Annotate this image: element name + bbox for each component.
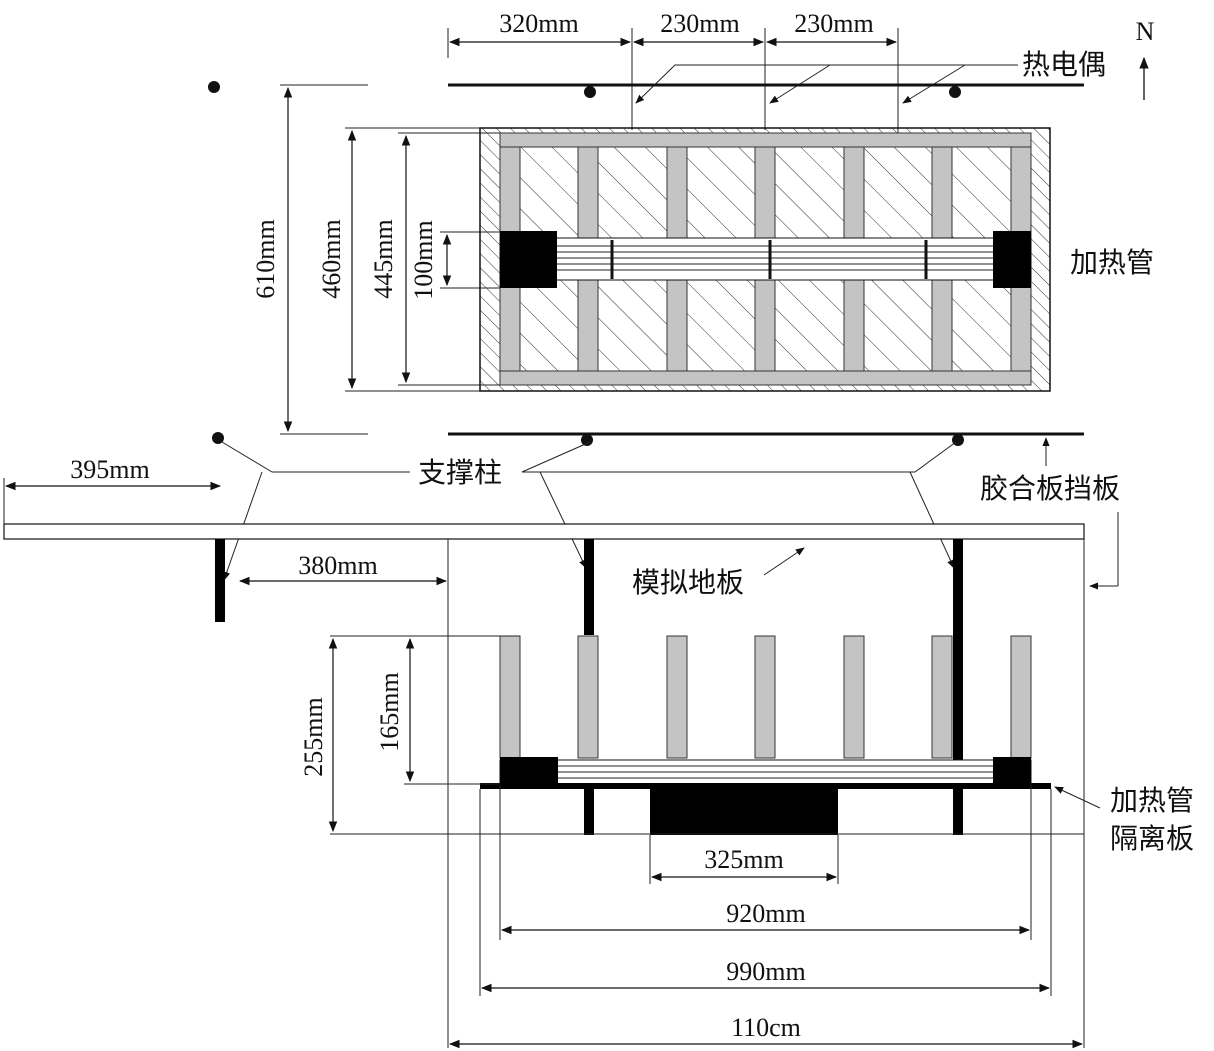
plan-view: 320mm 230mm 230mm N 热电偶 610 [208, 9, 1155, 581]
dim-100mm: 100mm [409, 220, 438, 299]
dim-380mm: 380mm [298, 551, 377, 580]
support-column-right [953, 539, 963, 835]
dim-230mm-first: 230mm [660, 9, 739, 38]
dim-610mm: 610mm [251, 219, 280, 298]
dim-255mm: 255mm [299, 697, 328, 776]
pipe-manifold-right-section [993, 757, 1031, 785]
isolation-label-line1: 加热管 [1110, 784, 1194, 817]
sensor-dot [584, 86, 596, 98]
dim-320mm: 320mm [499, 9, 578, 38]
support-callout: 支撑柱 [221, 441, 957, 581]
support-column-left [215, 539, 225, 622]
dim-395mm: 395mm [70, 455, 149, 484]
section-joists [499, 635, 1032, 759]
pipe-manifold-left [500, 231, 557, 288]
dim-110cm: 110cm [731, 1013, 801, 1042]
section-view: 395mm 380mm 模拟地板 [3, 455, 1194, 1049]
dim-920mm: 920mm [726, 899, 805, 928]
simulated-floor-label: 模拟地板 [632, 566, 744, 599]
plywood-baffle-label: 胶合板挡板 [980, 472, 1120, 505]
sensor-dot [581, 434, 593, 446]
plan-box [479, 127, 1051, 392]
dim-230mm-second: 230mm [794, 9, 873, 38]
dim-325mm: 325mm [704, 845, 783, 874]
thermocouple-label: 热电偶 [1022, 48, 1106, 81]
isolation-label-line2: 隔离板 [1110, 822, 1194, 855]
thermocouple-callout: 热电偶 [635, 48, 1106, 104]
left-dimensions: 610mm 460mm 445mm 100mm [251, 84, 500, 435]
sensor-dot [208, 81, 220, 93]
north-label: N [1136, 17, 1155, 46]
dim-165mm: 165mm [375, 672, 404, 751]
support-column-mid [584, 539, 594, 635]
support-label: 支撑柱 [418, 456, 502, 489]
top-dimension-chain: 320mm 230mm 230mm [447, 9, 899, 262]
sensor-dot [212, 432, 224, 444]
pipe-manifold-left-section [500, 757, 558, 785]
pipe-manifold-right [993, 231, 1031, 288]
dim-990mm: 990mm [726, 957, 805, 986]
sensor-dot [949, 86, 961, 98]
dim-445mm: 445mm [369, 219, 398, 298]
simulated-floor-slab [3, 523, 1085, 540]
north-arrow-icon: N [1136, 17, 1155, 100]
dim-460mm: 460mm [317, 219, 346, 298]
support-column-mid-lower [584, 786, 594, 835]
center-block [650, 786, 838, 835]
heating-pipe-band [499, 231, 1032, 288]
heating-pipe-label: 加热管 [1070, 246, 1154, 279]
